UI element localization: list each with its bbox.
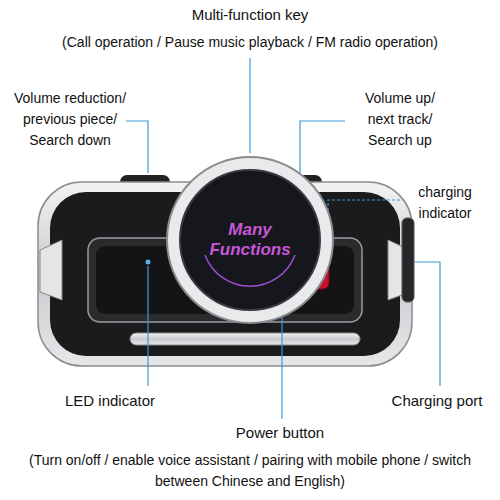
function-dial: Many Functions xyxy=(165,155,335,325)
leader-line xyxy=(328,200,400,250)
dial-label: Many Functions xyxy=(205,220,295,260)
callout-title: Power button xyxy=(180,422,380,443)
left-tab xyxy=(40,240,62,300)
leader-line xyxy=(147,266,148,386)
callout-text: LED indicator xyxy=(55,390,165,411)
dial-ring xyxy=(167,157,333,323)
dial-text-holder: Many Functions xyxy=(165,155,335,325)
led-indicator xyxy=(146,260,151,265)
callout-title: Multi-function key xyxy=(0,4,500,25)
callout-text: Volume up/ next track/ Search up xyxy=(350,88,450,151)
dial-arc xyxy=(205,255,295,286)
leader-line xyxy=(300,121,345,173)
leader-line xyxy=(126,121,148,173)
callout-text: (Call operation / Pause music playback /… xyxy=(0,32,500,53)
leader-line xyxy=(414,262,440,386)
callout-text: charging indicator xyxy=(405,182,485,224)
callout-text: (Turn on/off / enable voice assistant / … xyxy=(8,450,492,492)
leader-line xyxy=(249,58,250,153)
dial-face xyxy=(180,170,320,310)
charging-port xyxy=(402,218,414,302)
callout-text: Charging port xyxy=(378,390,496,411)
callout-text: Volume reduction/ previous piece/ Search… xyxy=(0,88,140,151)
bottom-strip xyxy=(130,333,360,345)
